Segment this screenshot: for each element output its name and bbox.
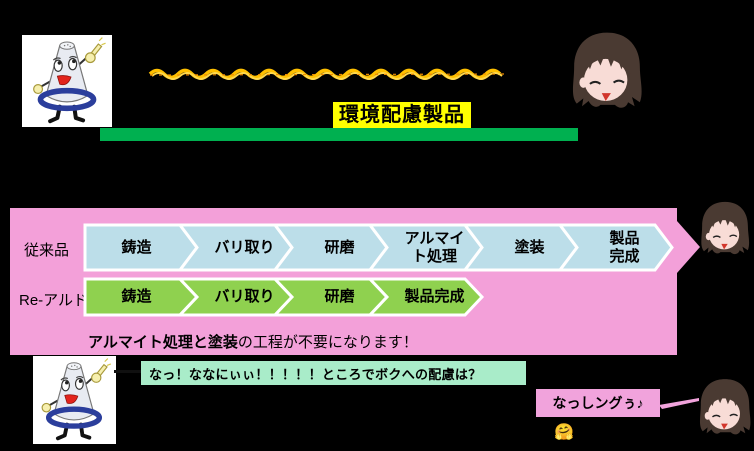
woman-speech-bubble: なっしングぅ♪ [536,389,660,417]
process-row-realloy: 鋳造 バリ取り 研磨 製品完成 [83,277,490,317]
process-step-label: 鋳造 [121,288,152,306]
speech-connector-line [114,370,142,373]
process-step-label: 製品完成 [404,288,465,306]
process-step-label: バリ取り [214,288,275,306]
highlight-squiggle [148,68,511,80]
process-step-label: 研磨 [324,238,355,256]
woman-bubble-pointer [659,398,699,409]
process-step-label: 鋳造 [121,238,152,256]
process-chevron [366,277,485,317]
woman-face-top [566,30,648,122]
aluminum-mascot-bottom [34,357,114,443]
mascot-speech-bubble: なっ！ななにぃぃ！！！！！ところでボクへの配慮は？ [141,361,526,385]
aluminum-mascot-top [24,36,110,126]
hug-emoji: 🤗 [554,424,574,441]
panel-note: アルマイト処理と塗装の工程が不要になります！ [88,331,418,352]
green-divider-bar [100,128,578,141]
mascot-card-top [22,35,112,127]
process-step-label: アルマイ ト処理 [404,230,465,265]
process-step-label: 研磨 [324,288,355,306]
process-chevron [556,223,674,272]
row-label-conventional: 従来品 [24,242,70,259]
panel-note-rest: の工程が不要になります！ [237,334,418,351]
process-step-label: バリ取り [214,238,275,256]
woman-face-bottom [696,375,754,447]
woman-face-mid [697,200,753,264]
panel-note-bold: アルマイト処理と塗装 [88,334,238,351]
row-label-realloy: Re-アルド [19,292,89,309]
process-row-conventional: 鋳造 バリ取り 研磨 アルマイ ト処理 塗装 製品 完成 [83,223,680,272]
process-panel-arrow [677,221,700,273]
process-step-label: 塗装 [514,238,545,256]
eco-product-label: 環境配慮製品 [333,102,471,128]
mascot-card-bottom [33,356,116,444]
process-step-label: 製品 完成 [609,230,640,265]
